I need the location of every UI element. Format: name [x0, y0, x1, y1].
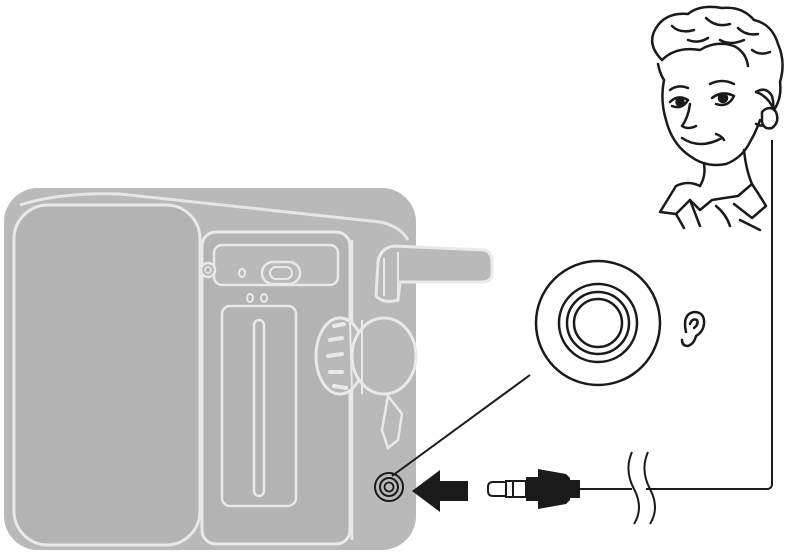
- panel-screw: [201, 263, 215, 277]
- listener: [652, 7, 782, 230]
- carry-handle: [376, 246, 492, 301]
- band-switch: [262, 262, 300, 284]
- jack-detail-callout: [536, 261, 660, 385]
- volume-knob: [316, 318, 416, 394]
- collar: [660, 183, 766, 218]
- arrow-left-icon: [412, 470, 468, 512]
- earphone-jack: [375, 473, 403, 501]
- tuning-window: [222, 306, 296, 506]
- speaker-grille: [14, 205, 200, 545]
- plug-icon: [488, 469, 580, 509]
- ear-icon: [682, 312, 704, 346]
- earbud: [762, 108, 777, 128]
